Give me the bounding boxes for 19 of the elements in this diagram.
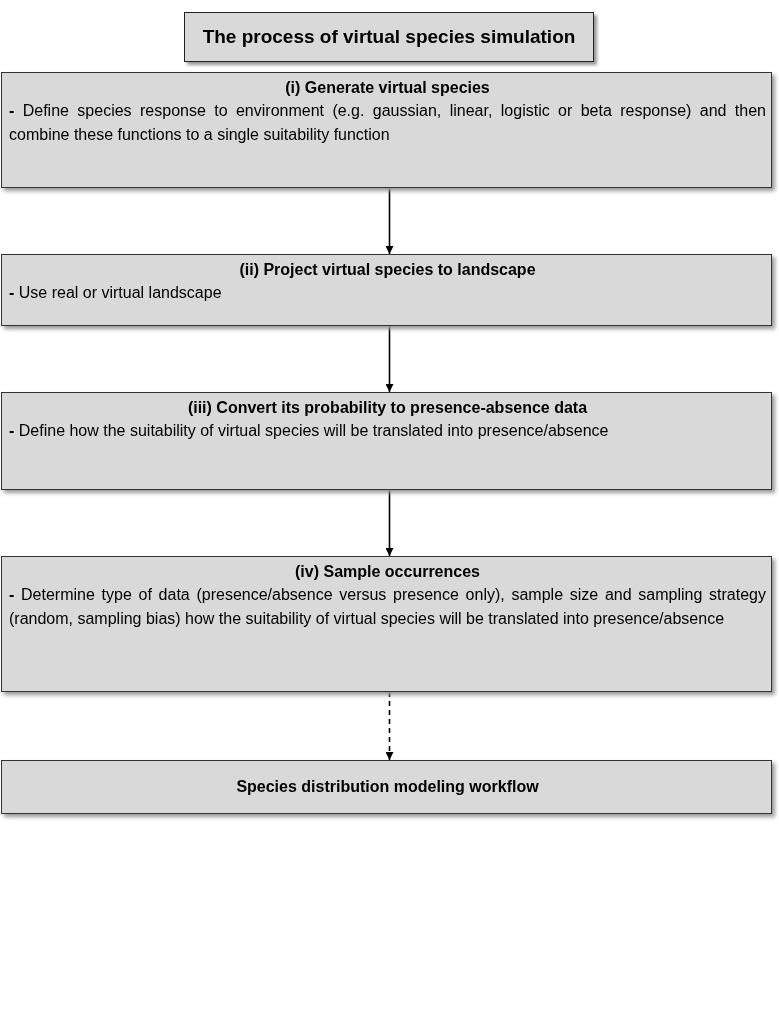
arrow [385,187,394,255]
step-description: - Define species response to environment (e.g. gaussian, linear, logistic or beta response) and then combine these functions to a single suitability function [9,101,766,145]
arrow [385,691,394,761]
step-description: - Determine type of data (presence/absence versus presence only), sample size and sampling strategy (random, sampling bias) how the suitability of virtual species will be translated into presence/absence [9,585,766,629]
step-heading: (iii) Convert its probability to presence-absence data [186,399,589,417]
step-description: - Use real or virtual landscape [9,283,223,303]
step-heading: Species distribution modeling workflow [236,778,539,796]
arrow [385,489,394,557]
process-box [1,72,772,188]
process-box [1,392,772,490]
process-box [1,760,772,814]
arrow [385,325,394,393]
step-heading: (i) Generate virtual species [284,79,491,97]
step-description: - Define how the suitability of virtual species will be translated into presence/absence [9,421,610,441]
diagram-title: The process of virtual species simulation [202,26,576,48]
process-box [1,254,772,326]
step-heading: (ii) Project virtual species to landscape [238,261,537,279]
step-heading: (iv) Sample occurrences [294,563,481,581]
process-box [1,556,772,692]
